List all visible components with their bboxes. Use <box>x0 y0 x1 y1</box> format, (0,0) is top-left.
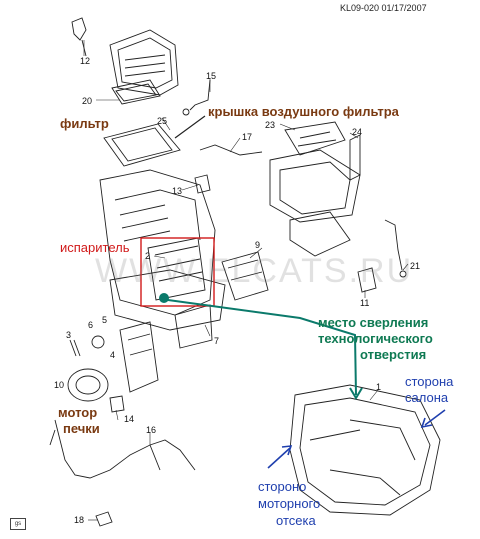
assembled-hvac-unit <box>289 384 441 516</box>
gs-badge: gs <box>10 518 26 530</box>
label-cabin-line2: салона <box>405 390 449 405</box>
part-12-clip <box>71 17 87 41</box>
middle-case <box>269 149 361 223</box>
part-24-strip <box>349 134 361 181</box>
label-motor-line1: мотор <box>58 405 98 420</box>
part-7-plate <box>174 304 213 349</box>
part-6 <box>91 335 105 349</box>
evaporator-highlight-box <box>140 237 215 307</box>
part-13 <box>194 174 211 194</box>
callout-3: 3 <box>66 330 72 340</box>
part-23-duct <box>284 121 346 156</box>
drill-point-arrow <box>159 293 363 400</box>
document-code: KL09-020 01/17/2007 <box>340 3 427 13</box>
part-15-wire <box>189 79 211 111</box>
callout-23: 23 <box>265 120 276 130</box>
label-drill-line1: место сверления <box>318 315 429 330</box>
cabin-side-arrow <box>420 409 446 429</box>
label-filter: фильтр <box>60 116 109 131</box>
part-17-tube <box>199 144 263 156</box>
callout-24: 24 <box>352 127 363 137</box>
evaporator-core <box>147 237 206 301</box>
heater-core-part-9 <box>221 251 269 301</box>
label-drill-line2: технологического <box>318 331 433 346</box>
blower-motor <box>67 368 109 402</box>
label-engine-line3: отсека <box>276 513 316 528</box>
callout-14: 14 <box>124 414 135 424</box>
label-cabin-line1: сторона <box>405 374 454 389</box>
label-motor-line2: печки <box>63 421 100 436</box>
callout-4: 4 <box>110 350 116 360</box>
callout-25: 25 <box>157 116 168 126</box>
callout-21: 21 <box>410 261 421 271</box>
callout-1: 1 <box>376 382 382 392</box>
part-21-wire <box>384 219 403 271</box>
lower-tray <box>109 269 226 331</box>
filter-cover-arrow <box>174 115 206 139</box>
wiring-harness-16 <box>54 419 196 479</box>
callout-6: 6 <box>88 320 94 330</box>
label-evaporator: испаритель <box>60 240 130 255</box>
callout-13: 13 <box>172 186 183 196</box>
callout-16: 16 <box>146 425 157 435</box>
left-housing <box>99 169 216 316</box>
callout-5: 5 <box>102 315 108 325</box>
label-filter-cover: крышка воздушного фильтра <box>208 104 399 119</box>
part-11-actuator <box>357 267 377 293</box>
callout-18: 18 <box>74 515 85 525</box>
callout-11: 11 <box>360 298 370 308</box>
engine-side-arrow <box>267 445 293 469</box>
part-5-bracket <box>119 321 159 393</box>
label-engine-line1: стороно <box>258 479 307 494</box>
filter-part-20 <box>111 79 161 105</box>
callout-12: 12 <box>80 56 91 66</box>
callout-10: 10 <box>54 380 65 390</box>
label-engine-line2: моторного <box>258 496 321 511</box>
callout-9: 9 <box>255 240 261 250</box>
callout-20: 20 <box>82 96 93 106</box>
callout-15: 15 <box>206 71 217 81</box>
part-14 <box>109 395 125 413</box>
watermark: WWW.ELCATS.RU <box>95 252 414 290</box>
filter-cover-part-25 <box>103 123 181 167</box>
callout-7: 7 <box>214 336 220 346</box>
callout-17: 17 <box>242 132 253 142</box>
callout-2: 2 <box>145 251 151 261</box>
label-drill-line3: отверстия <box>360 347 427 362</box>
part-18 <box>95 511 113 527</box>
upper-housing-part <box>109 29 179 96</box>
